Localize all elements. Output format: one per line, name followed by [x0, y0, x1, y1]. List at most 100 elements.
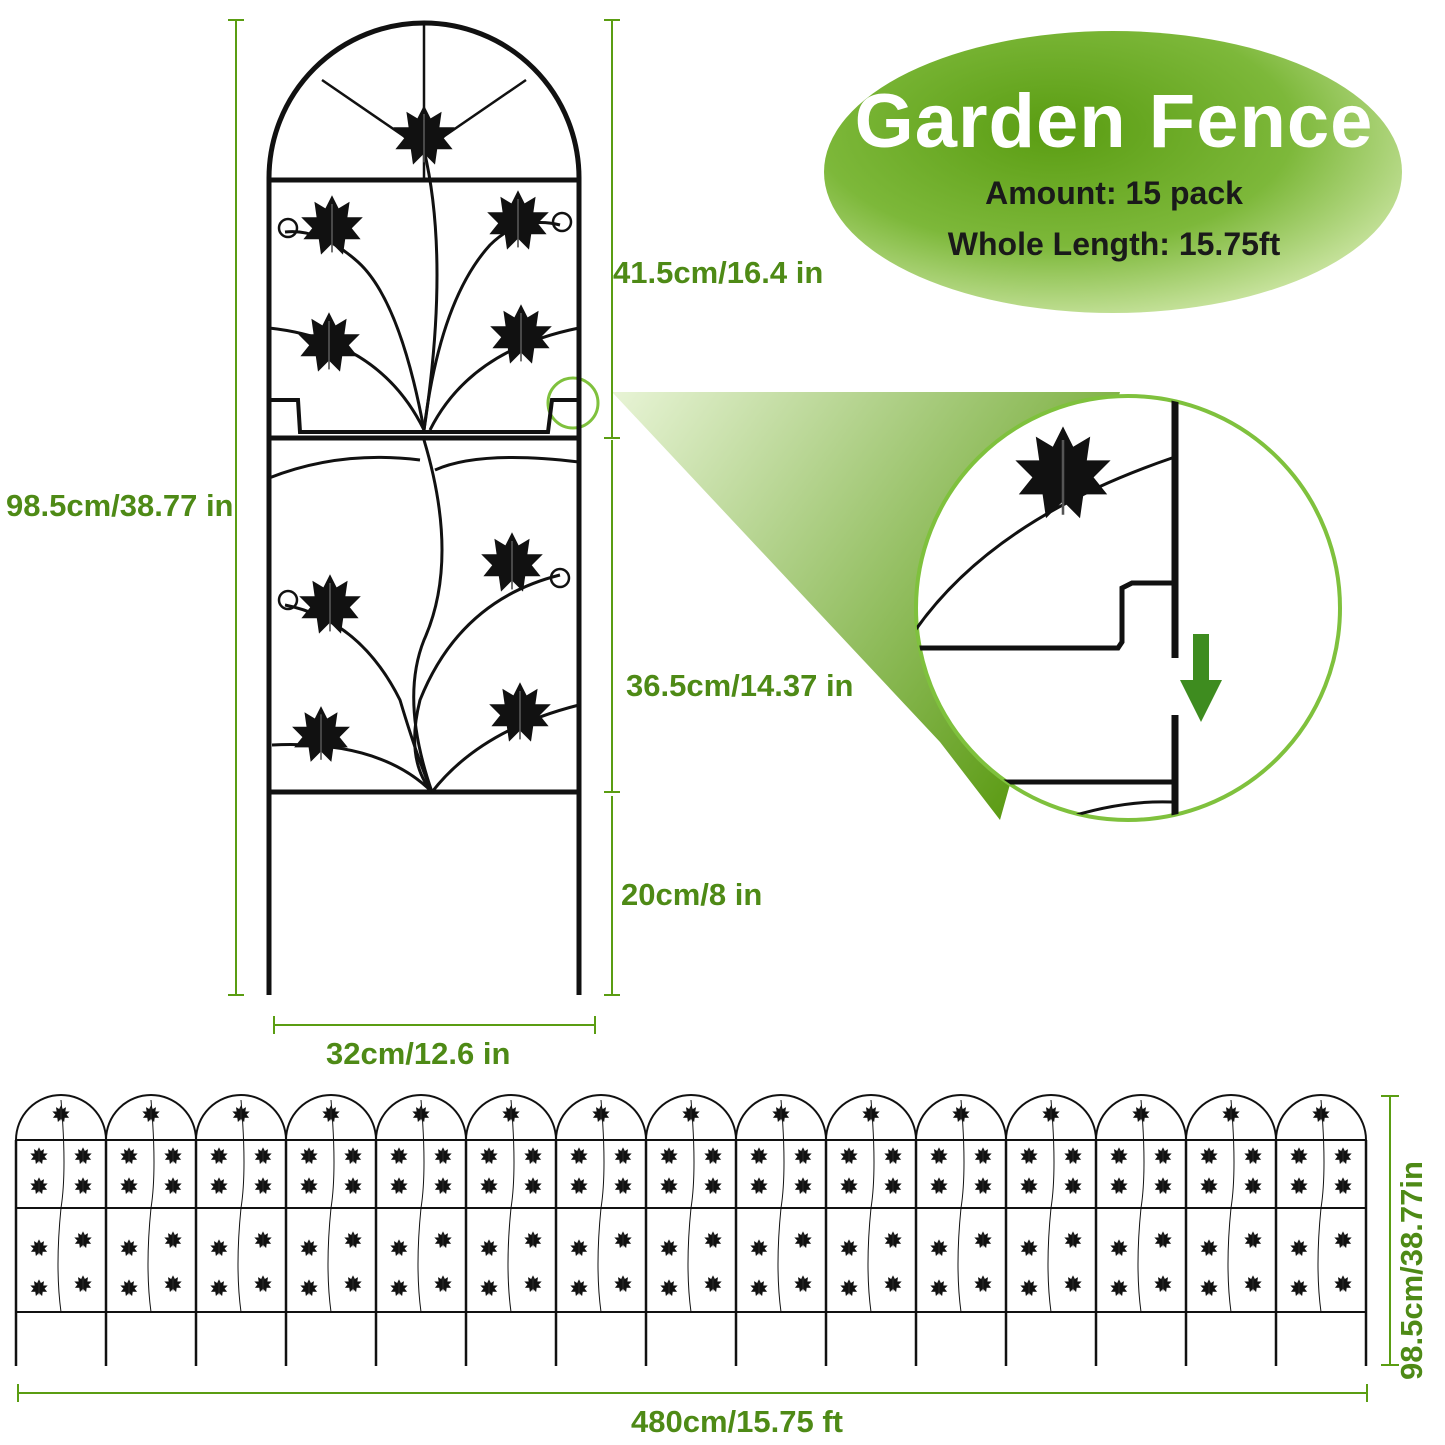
- badge-ellipse: [824, 31, 1402, 313]
- upper-section-label: 41.5cm/16.4 in: [613, 255, 824, 290]
- maple-leaf-icon: [1334, 1147, 1352, 1165]
- maple-leaf-icon: [952, 1105, 970, 1123]
- maple-leaf-icon: [1334, 1177, 1352, 1195]
- maple-leaf-icon: [480, 1279, 498, 1297]
- maple-leaf-icon: [1244, 1147, 1262, 1165]
- maple-leaf-icon: [52, 1105, 70, 1123]
- maple-leaf-icon: [974, 1231, 992, 1249]
- maple-leaf-icon: [300, 1147, 318, 1165]
- maple-leaf-icon: [291, 705, 351, 763]
- fence-panel-small: [1184, 1094, 1277, 1366]
- maple-leaf-icon: [1154, 1231, 1172, 1249]
- maple-leaf-icon: [74, 1147, 92, 1165]
- maple-leaf-icon: [660, 1239, 678, 1257]
- maple-leaf-icon: [1290, 1279, 1308, 1297]
- maple-leaf-icon: [298, 573, 362, 635]
- maple-leaf-icon: [1290, 1147, 1308, 1165]
- maple-leaf-icon: [297, 311, 361, 373]
- maple-leaf-icon: [390, 1279, 408, 1297]
- maple-leaf-icon: [390, 1239, 408, 1257]
- fence-panel-small: [644, 1094, 737, 1366]
- maple-leaf-icon: [1154, 1177, 1172, 1195]
- maple-leaf-icon: [524, 1231, 542, 1249]
- maple-leaf-icon: [120, 1239, 138, 1257]
- fence-panel-small: [104, 1094, 197, 1366]
- maple-leaf-icon: [1042, 1105, 1060, 1123]
- maple-leaf-icon: [660, 1147, 678, 1165]
- row-length-label: 480cm/15.75 ft: [631, 1404, 843, 1439]
- width-label: 32cm/12.6 in: [326, 1036, 511, 1071]
- maple-leaf-icon: [210, 1147, 228, 1165]
- maple-leaf-icon: [704, 1231, 722, 1249]
- maple-leaf-icon: [74, 1231, 92, 1249]
- maple-leaf-icon: [120, 1279, 138, 1297]
- maple-leaf-icon: [750, 1279, 768, 1297]
- maple-leaf-icon: [930, 1177, 948, 1195]
- fence-panel-small: [464, 1094, 557, 1366]
- maple-leaf-icon: [434, 1147, 452, 1165]
- maple-leaf-icon: [210, 1279, 228, 1297]
- maple-leaf-icon: [884, 1147, 902, 1165]
- maple-leaf-icon: [614, 1275, 632, 1293]
- maple-leaf-icon: [392, 104, 456, 166]
- maple-leaf-icon: [1244, 1177, 1262, 1195]
- maple-leaf-icon: [660, 1177, 678, 1195]
- maple-leaf-icon: [750, 1177, 768, 1195]
- dimension-lines: [17, 19, 1399, 1402]
- maple-leaf-icon: [480, 1177, 498, 1195]
- maple-leaf-icon: [704, 1177, 722, 1195]
- maple-leaf-icon: [390, 1147, 408, 1165]
- maple-leaf-icon: [142, 1105, 160, 1123]
- maple-leaf-icon: [930, 1239, 948, 1257]
- maple-leaf-icon: [840, 1177, 858, 1195]
- maple-leaf-icon: [164, 1147, 182, 1165]
- maple-leaf-icon: [1064, 1231, 1082, 1249]
- zoom-circle: [914, 394, 1342, 822]
- maple-leaf-icon: [164, 1177, 182, 1195]
- maple-leaf-icon: [434, 1275, 452, 1293]
- maple-leaf-icon: [412, 1105, 430, 1123]
- fence-panel-small: [824, 1094, 917, 1366]
- maple-leaf-icon: [344, 1147, 362, 1165]
- maple-leaf-icon: [1110, 1147, 1128, 1165]
- maple-leaf-icon: [840, 1147, 858, 1165]
- maple-leaf-icon: [489, 303, 553, 365]
- stake-label: 20cm/8 in: [621, 877, 763, 912]
- maple-leaf-icon: [794, 1177, 812, 1195]
- maple-leaf-icon: [1244, 1231, 1262, 1249]
- maple-leaf-icon: [322, 1105, 340, 1123]
- fence-panel-small: [14, 1094, 107, 1366]
- maple-leaf-icon: [210, 1177, 228, 1195]
- total-height-label: 98.5cm/38.77 in: [6, 488, 234, 523]
- fence-panel-small: [554, 1094, 647, 1366]
- maple-leaf-icon: [74, 1177, 92, 1195]
- maple-leaf-icon: [1200, 1177, 1218, 1195]
- fence-panel-small: [914, 1094, 1007, 1366]
- maple-leaf-icon: [840, 1239, 858, 1257]
- maple-leaf-icon: [30, 1147, 48, 1165]
- maple-leaf-icon: [682, 1105, 700, 1123]
- fence-row: [14, 1094, 1368, 1366]
- maple-leaf-icon: [30, 1177, 48, 1195]
- maple-leaf-icon: [480, 1239, 498, 1257]
- maple-leaf-icon: [614, 1147, 632, 1165]
- maple-leaf-icon: [974, 1147, 992, 1165]
- maple-leaf-icon: [592, 1105, 610, 1123]
- maple-leaf-icon: [1244, 1275, 1262, 1293]
- maple-leaf-icon: [794, 1231, 812, 1249]
- maple-leaf-icon: [1020, 1177, 1038, 1195]
- maple-leaf-icon: [884, 1231, 902, 1249]
- maple-leaf-icon: [30, 1239, 48, 1257]
- maple-leaf-icon: [704, 1147, 722, 1165]
- maple-leaf-icon: [974, 1275, 992, 1293]
- fence-panel-small: [1094, 1094, 1187, 1366]
- maple-leaf-icon: [488, 681, 552, 743]
- maple-leaf-icon: [750, 1147, 768, 1165]
- lower-section-label: 36.5cm/14.37 in: [626, 668, 854, 703]
- maple-leaf-icon: [300, 1239, 318, 1257]
- maple-leaf-icon: [210, 1239, 228, 1257]
- maple-leaf-icon: [704, 1275, 722, 1293]
- maple-leaf-icon: [524, 1275, 542, 1293]
- maple-leaf-icon: [254, 1177, 272, 1195]
